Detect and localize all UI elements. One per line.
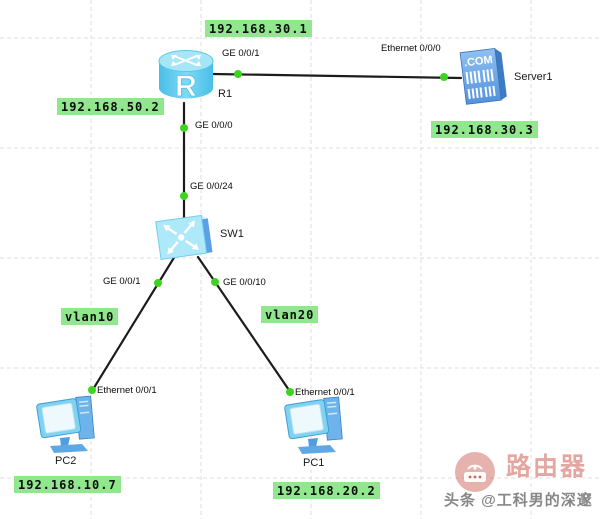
port-dot bbox=[180, 192, 188, 200]
router-top-arrows bbox=[173, 55, 198, 66]
port-label-sw-ge0024: GE 0/0/24 bbox=[190, 181, 233, 192]
ip-label-r1-wan[interactable]: 192.168.30.1 bbox=[205, 20, 312, 37]
port-label-sw-ge0010: GE 0/0/10 bbox=[223, 277, 266, 288]
vlan10-label[interactable]: vlan10 bbox=[61, 308, 119, 325]
ip-label-pc1[interactable]: 192.168.20.2 bbox=[273, 482, 380, 499]
port-label-pc2-eth: Ethernet 0/0/1 bbox=[97, 385, 157, 396]
port-dot bbox=[88, 386, 96, 394]
watermark-brand: 路由器 bbox=[506, 453, 588, 481]
server-grill bbox=[465, 68, 496, 100]
link-sw1-pc2[interactable] bbox=[90, 254, 177, 393]
port-label-server-eth: Ethernet 0/0/0 bbox=[381, 43, 441, 54]
port-label-sw-ge001: GE 0/0/1 bbox=[103, 276, 141, 287]
server-icon[interactable]: .COM bbox=[458, 44, 510, 106]
port-label-r1-ge001: GE 0/0/1 bbox=[222, 48, 260, 59]
pc1-name: PC1 bbox=[303, 457, 325, 469]
router-icon[interactable]: R bbox=[157, 46, 215, 104]
port-dot bbox=[154, 279, 162, 287]
switch-name: SW1 bbox=[220, 228, 244, 240]
port-dot bbox=[286, 388, 294, 396]
port-status-dots bbox=[88, 70, 448, 396]
port-dot bbox=[234, 70, 242, 78]
pc2-icon[interactable] bbox=[36, 394, 104, 456]
server-com-text: .COM bbox=[463, 54, 493, 69]
pc2-name: PC2 bbox=[55, 455, 77, 467]
ip-label-pc2[interactable]: 192.168.10.7 bbox=[14, 476, 121, 493]
ip-label-server[interactable]: 192.168.30.3 bbox=[431, 121, 538, 138]
watermark-handle: 头条 @工科男的深邃 bbox=[444, 492, 593, 509]
port-label-pc1-eth: Ethernet 0/0/1 bbox=[295, 387, 355, 398]
vlan20-label[interactable]: vlan20 bbox=[261, 306, 319, 323]
switch-icon[interactable] bbox=[154, 210, 216, 262]
router-letter: R bbox=[175, 70, 197, 103]
port-dot bbox=[440, 73, 448, 81]
link-r1-server[interactable] bbox=[211, 72, 463, 80]
pc1-icon[interactable] bbox=[284, 395, 352, 457]
watermark-logo bbox=[455, 452, 495, 492]
port-dot bbox=[180, 124, 188, 132]
server-name: Server1 bbox=[514, 71, 553, 83]
ip-label-r1-lan[interactable]: 192.168.50.2 bbox=[57, 98, 164, 115]
router-name: R1 bbox=[218, 88, 233, 100]
router-logo-icon bbox=[464, 464, 486, 482]
port-label-r1-ge000: GE 0/0/0 bbox=[195, 120, 233, 131]
port-dot bbox=[211, 278, 219, 286]
